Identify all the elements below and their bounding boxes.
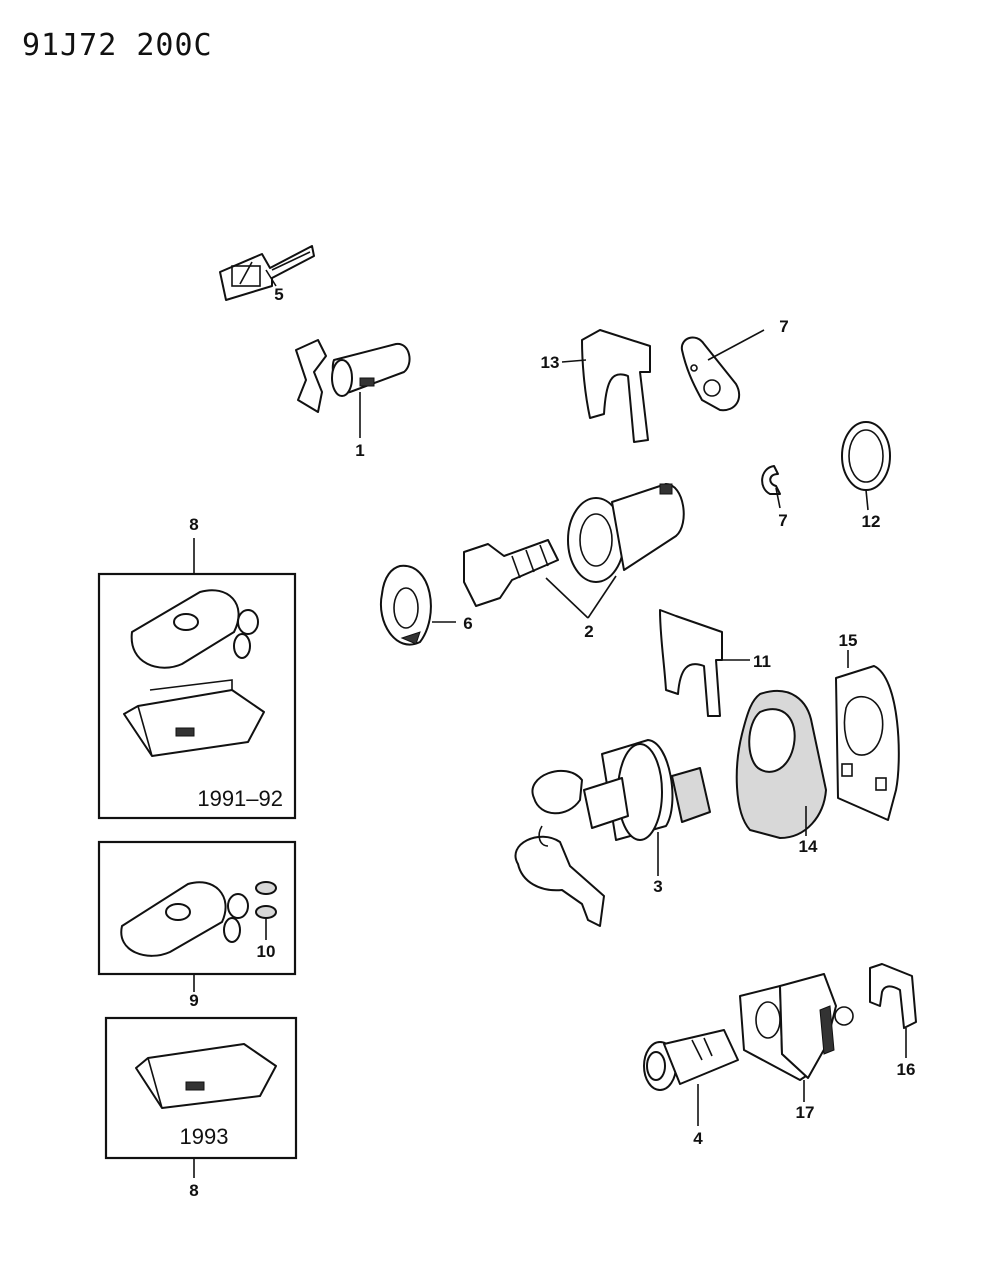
box-b-transmitter	[120, 881, 249, 957]
part-14-housing	[735, 689, 827, 839]
box-1991-92	[97, 572, 297, 820]
callout-10: 10	[257, 942, 276, 961]
part-11-clip	[659, 609, 723, 717]
callout-6: 6	[463, 614, 472, 633]
battery-icon	[255, 881, 277, 919]
callout-14: 14	[799, 837, 818, 856]
box-a-receiver-module	[123, 679, 265, 757]
callout-17: 17	[796, 1103, 815, 1122]
callout-9: 9	[189, 991, 198, 1010]
callout-2: 2	[584, 622, 593, 641]
part-1-lock-housing	[295, 339, 411, 413]
part-3-lock-with-keys	[514, 739, 711, 927]
callout-8-bottom: 8	[189, 1181, 198, 1200]
callout-7-lever: 7	[779, 317, 788, 336]
callout-16: 16	[897, 1060, 916, 1079]
box-a-year-label: 1991–92	[197, 786, 283, 811]
box-1993	[104, 1016, 298, 1160]
part-13-clip	[581, 329, 651, 443]
callout-11: 11	[753, 652, 771, 671]
part-2-lock-cylinder	[463, 483, 685, 607]
diagram-code: 91J72 200C	[22, 28, 213, 63]
part-4-lock-cylinder	[643, 1029, 739, 1091]
callout-4: 4	[693, 1129, 703, 1148]
callout-12: 12	[862, 512, 881, 531]
leader-lines	[193, 269, 907, 1178]
callout-5: 5	[274, 285, 283, 304]
part-6-bezel	[379, 564, 432, 646]
callout-7-clip: 7	[778, 511, 787, 530]
box-a-transmitter	[130, 589, 259, 669]
callout-15: 15	[839, 631, 858, 650]
part-7-e-clip	[761, 465, 781, 495]
callout-13: 13	[541, 353, 560, 372]
part-17-lock-housing	[739, 973, 854, 1081]
part-16-clip	[869, 963, 917, 1029]
callout-3: 3	[653, 877, 662, 896]
box-transmitter-batteries	[97, 840, 297, 976]
box-c-receiver-module	[135, 1043, 277, 1109]
callout-1: 1	[355, 441, 364, 460]
part-12-retainer-ring	[841, 421, 891, 491]
box-c-year-label: 1993	[180, 1124, 229, 1149]
part-15-gasket	[835, 665, 900, 821]
callout-8-top: 8	[189, 515, 198, 534]
part-7-lever	[680, 336, 741, 412]
